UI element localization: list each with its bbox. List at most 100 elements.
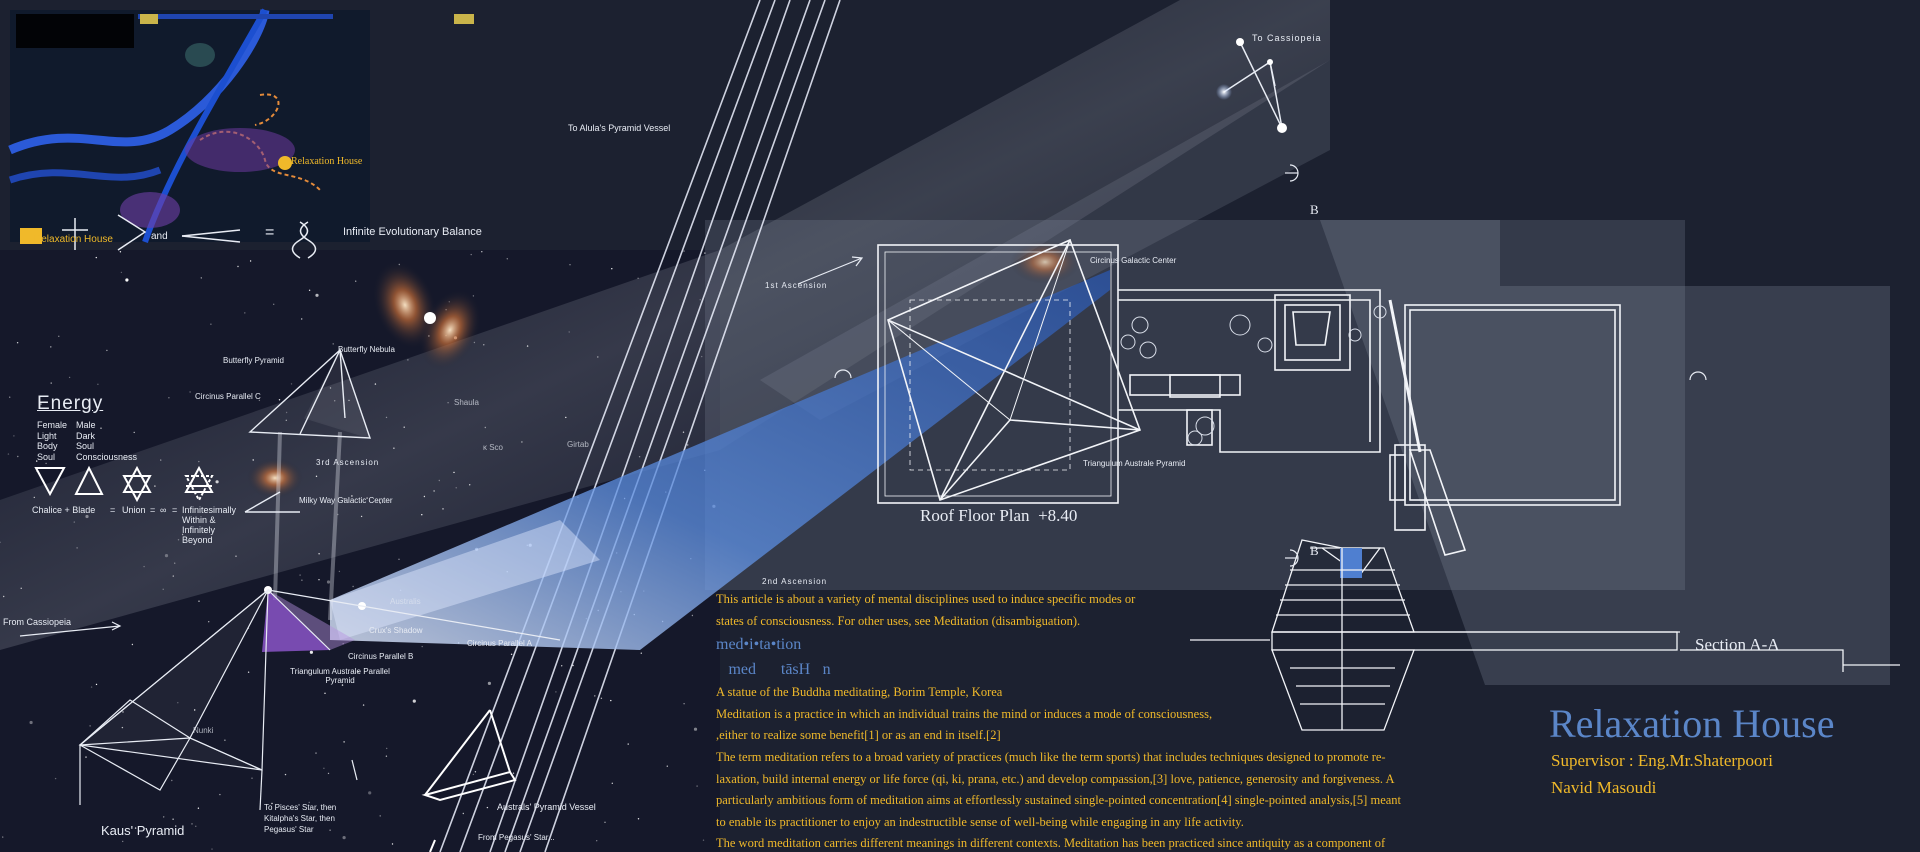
star: [683, 703, 685, 705]
ascension-arrows: [19, 256, 864, 781]
blue-beam-edge: [330, 520, 600, 640]
star: [285, 419, 287, 421]
star: [366, 497, 368, 499]
star: [385, 755, 388, 757]
star: [171, 779, 173, 782]
energy-col-feminine: Female Light Body Soul: [37, 420, 67, 462]
star: [693, 727, 698, 731]
star: [85, 756, 87, 758]
section-a-a: [1190, 539, 1900, 731]
star: [174, 562, 176, 564]
star: [160, 459, 162, 461]
star: [318, 553, 320, 555]
star: [682, 431, 685, 433]
author-credit: Navid Masoudi: [1551, 778, 1657, 797]
star: [194, 709, 196, 711]
star: [16, 342, 19, 344]
star: [351, 495, 353, 497]
star: [526, 345, 529, 347]
label-circinus-parallel-a: Circinus Parallel A: [467, 639, 532, 648]
energy-eq-within-4: Beyond: [182, 535, 213, 545]
star: [122, 711, 124, 713]
article-paragraph: ,either to realize some benefit[1] or as…: [716, 728, 1001, 743]
star: [85, 514, 89, 519]
star: [687, 444, 689, 446]
star: [45, 462, 47, 465]
kaus-pyramid: [78, 588, 561, 811]
map-label-relaxation-house-2: Relaxation House: [34, 234, 113, 245]
star: [691, 614, 694, 617]
star: [134, 827, 137, 829]
australs-vessel: [421, 709, 517, 852]
star: [323, 767, 325, 769]
star: [442, 508, 444, 510]
star: [569, 264, 571, 266]
star: [627, 743, 629, 745]
star: [472, 773, 475, 776]
star: [9, 396, 11, 398]
star: [301, 318, 303, 320]
star: [3, 595, 5, 598]
star: [318, 579, 320, 581]
star: [329, 829, 331, 831]
energy-term: Dark: [76, 430, 96, 441]
star: [486, 806, 489, 809]
star: [309, 650, 313, 654]
star: [357, 671, 359, 673]
article-intro-1: This article is about a variety of menta…: [716, 592, 1136, 606]
star: [40, 403, 42, 405]
butterfly-nebula: [372, 261, 481, 370]
star: [379, 815, 381, 817]
star: [278, 399, 281, 401]
star: [89, 725, 91, 727]
star: [506, 258, 508, 260]
star: [638, 456, 641, 458]
star: [561, 665, 563, 667]
star: [258, 399, 261, 402]
label-to-alula: To Alula's Pyramid Vessel: [568, 123, 671, 133]
star: [368, 791, 372, 795]
energy-col-masculine: Male Dark Soul Consciousness: [76, 420, 137, 462]
star: [362, 704, 365, 706]
star: [177, 539, 180, 541]
star: [90, 686, 93, 688]
label-to-cassiopeia: To Cassiopeia: [1252, 33, 1322, 43]
star: [200, 277, 202, 279]
energy-eq-within-1: Infinitesimally: [182, 505, 237, 515]
star: [701, 355, 703, 358]
energy-term: Body: [37, 441, 58, 451]
star: [285, 411, 288, 414]
supervisor-credit: Supervisor : Eng.Mr.Shaterpoori: [1551, 751, 1773, 770]
star: [36, 460, 38, 462]
star: [249, 260, 252, 262]
label-kaus-pyramid: Kaus' Pyramid: [101, 823, 185, 838]
star: [453, 471, 455, 474]
star: [162, 588, 164, 590]
star: [224, 739, 226, 741]
label-triangulum-pyramid: Triangulum Australe Pyramid: [1083, 459, 1186, 468]
star: [219, 793, 221, 796]
star: [637, 277, 639, 279]
star: [469, 484, 471, 486]
star: [470, 253, 472, 256]
energy-term: Consciousness: [76, 451, 138, 462]
article-paragraph: The term meditation refers to a broad va…: [716, 749, 1386, 764]
star: [568, 331, 570, 333]
star: [120, 271, 123, 274]
section-panel-slant: [1320, 220, 1890, 685]
star: [244, 312, 246, 314]
label-third-ascension: 3rd Ascension: [316, 458, 380, 467]
star: [95, 683, 98, 686]
label-from-cassiopeia: From Cassiopeia: [3, 617, 72, 627]
star: [143, 565, 145, 568]
star: [308, 289, 311, 291]
label-milky-way: Milky Way Galactic Center: [299, 496, 393, 505]
energy-term: Soul: [37, 451, 56, 462]
star: [393, 447, 395, 449]
star: [97, 383, 99, 385]
star: [596, 840, 598, 842]
star: [407, 359, 409, 361]
star: [301, 579, 303, 581]
star: [198, 600, 200, 602]
